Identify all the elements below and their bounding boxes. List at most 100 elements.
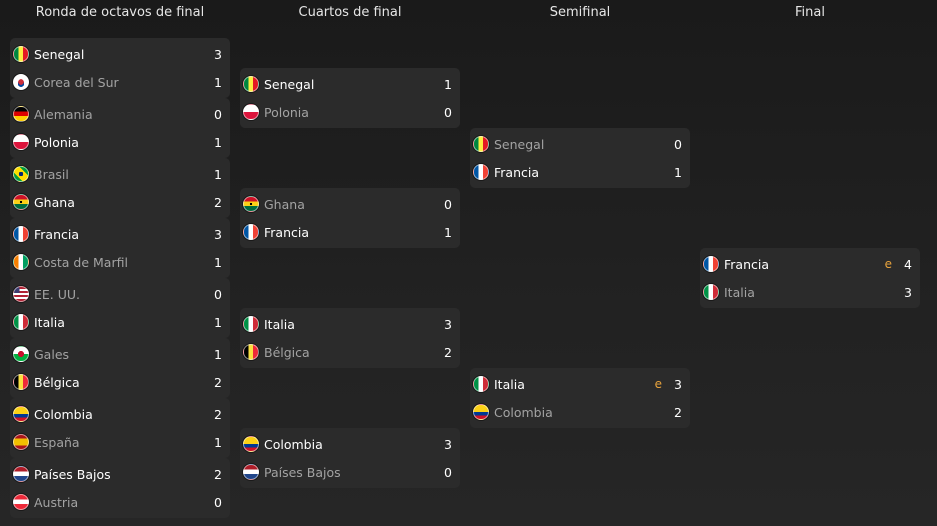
- team-score: 0: [444, 196, 452, 212]
- austria-flag-icon: [13, 494, 29, 510]
- team-name: Italia: [34, 314, 65, 330]
- team-row[interactable]: Bélgica 2: [10, 368, 230, 396]
- team-name: Senegal: [264, 76, 315, 92]
- round-title-r16: Ronda de octavos de final: [35, 5, 205, 20]
- team-row[interactable]: EE. UU. 0: [10, 280, 230, 308]
- senegal-flag-icon: [473, 136, 489, 152]
- team-name: Colombia: [264, 436, 323, 452]
- team-score: 0: [674, 136, 682, 152]
- team-score: 2: [214, 194, 222, 210]
- team-score: 3: [674, 376, 682, 392]
- team-name: Brasil: [34, 166, 69, 182]
- team-score: 3: [214, 46, 222, 62]
- team-score: 3: [444, 436, 452, 452]
- team-name: Italia: [724, 284, 755, 300]
- team-row[interactable]: Ghana 2: [10, 188, 230, 216]
- team-name: Senegal: [34, 46, 85, 62]
- team-row[interactable]: Francia 1: [470, 158, 690, 186]
- italy-flag-icon: [243, 316, 259, 332]
- team-name: España: [34, 434, 80, 450]
- round-title-final: Final: [795, 5, 825, 20]
- team-name: Polonia: [34, 134, 79, 150]
- team-name: Corea del Sur: [34, 74, 119, 90]
- brazil-flag-icon: [13, 166, 29, 182]
- team-name: Ghana: [34, 194, 75, 210]
- colombia-flag-icon: [473, 404, 489, 420]
- team-score: 0: [214, 286, 222, 302]
- netherlands-flag-icon: [13, 466, 29, 482]
- team-name: Polonia: [264, 104, 309, 120]
- team-row[interactable]: Senegal 3: [10, 40, 230, 68]
- team-score: 0: [214, 494, 222, 510]
- team-score: 2: [674, 404, 682, 420]
- wales-flag-icon: [13, 346, 29, 362]
- senegal-flag-icon: [243, 76, 259, 92]
- spain-flag-icon: [13, 434, 29, 450]
- team-name: Ghana: [264, 196, 305, 212]
- colombia-flag-icon: [13, 406, 29, 422]
- team-score: 2: [214, 374, 222, 390]
- team-score: 1: [214, 346, 222, 362]
- team-row[interactable]: Colombia 3: [240, 430, 460, 458]
- team-score: 1: [214, 434, 222, 450]
- team-score: 0: [444, 104, 452, 120]
- ghana-flag-icon: [243, 196, 259, 212]
- team-name: Francia: [494, 164, 540, 180]
- team-score: 1: [214, 254, 222, 270]
- round-title-qf: Cuartos de final: [298, 5, 402, 20]
- team-row[interactable]: Ghana 0: [240, 190, 460, 218]
- team-name: EE. UU.: [34, 286, 81, 302]
- team-name: Países Bajos: [264, 464, 341, 480]
- team-row[interactable]: España 1: [10, 428, 230, 456]
- team-row[interactable]: Brasil 1: [10, 160, 230, 188]
- team-score: 1: [674, 164, 682, 180]
- team-row[interactable]: Corea del Sur 1: [10, 68, 230, 96]
- team-score: 3: [444, 316, 452, 332]
- team-row[interactable]: Gales 1: [10, 340, 230, 368]
- team-score: 4: [904, 256, 912, 272]
- team-name: Bélgica: [34, 374, 80, 390]
- ghana-flag-icon: [13, 194, 29, 210]
- colombia-flag-icon: [243, 436, 259, 452]
- team-name: Gales: [34, 346, 70, 362]
- belgium-flag-icon: [13, 374, 29, 390]
- korea-flag-icon: [13, 74, 29, 90]
- team-score: 1: [214, 74, 222, 90]
- team-row[interactable]: Polonia 0: [240, 98, 460, 126]
- team-score: 1: [214, 166, 222, 182]
- team-score: 0: [214, 106, 222, 122]
